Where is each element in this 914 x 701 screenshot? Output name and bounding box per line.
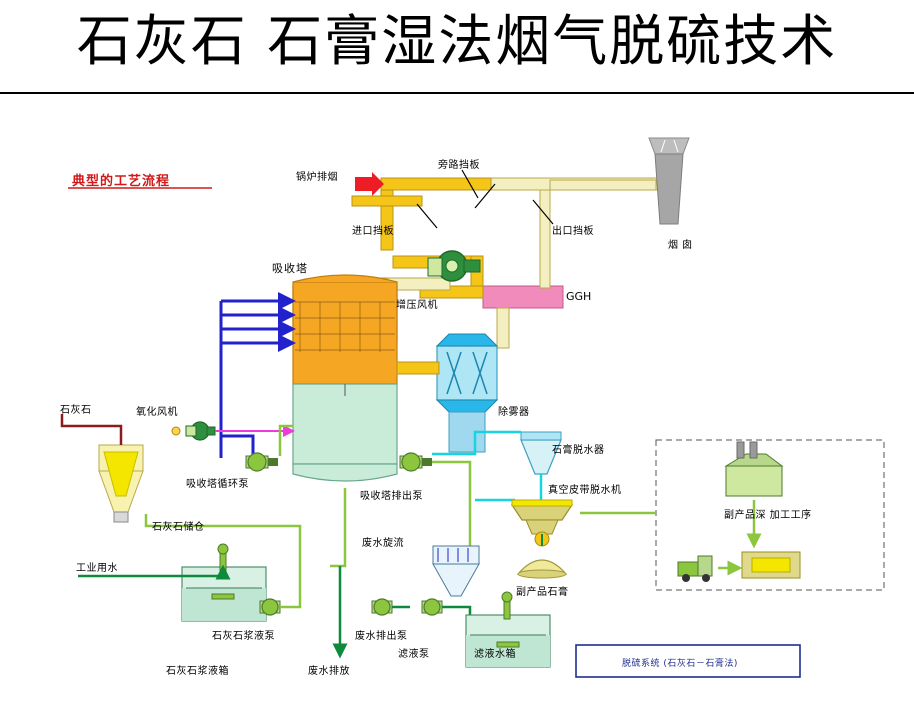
- label-absorber-tower: 吸收塔: [272, 262, 308, 275]
- filtrate-tank-unit: [465, 591, 551, 668]
- legend-box-text: 脱硫系统 (石灰石－石膏法): [622, 659, 738, 669]
- diagram-caption: 典型的工艺流程: [72, 174, 171, 189]
- byproduct-processing-area: [655, 439, 885, 591]
- label-gypsum-hydrocyclone: 石膏脱水器: [552, 445, 605, 456]
- label-wastewater-discharge: 废水排放: [308, 666, 350, 677]
- absorber-tower-unit: [292, 274, 398, 482]
- label-outlet-damper: 出口挡板: [552, 226, 594, 237]
- byproduct-gypsum-pile: [516, 559, 568, 579]
- oxidation-fan-unit: [171, 421, 216, 441]
- label-byproduct-deep-processing: 副产品深 加工工序: [724, 510, 812, 521]
- spray-header-lines: [219, 292, 296, 462]
- limestone-silo-unit: [98, 444, 144, 523]
- label-stack: 烟 囱: [668, 240, 693, 251]
- limestone-slurry-tank-unit: [181, 543, 267, 622]
- label-booster-fan: 增压风机: [396, 300, 438, 311]
- page-title: 石灰石 石膏湿法烟气脱硫技术: [76, 9, 838, 73]
- label-wastewater-discharge-pump: 废水排出泵: [355, 631, 408, 642]
- wastewater-cyclone-unit: [432, 545, 480, 597]
- boiler-gas-inlet-arrow: [355, 172, 384, 196]
- demister-unit: [435, 333, 499, 453]
- damper-marks: [416, 169, 554, 229]
- flow-diagram-svg: [60, 137, 885, 678]
- label-absorber-circulation-pump: 吸收塔循环泵: [186, 479, 249, 490]
- gypsum-slurry-lines: [432, 430, 543, 502]
- label-wastewater-cyclone: 废水旋流: [362, 538, 404, 549]
- stack-group: [549, 137, 690, 225]
- wastewater-discharge-pump-unit: [371, 598, 393, 616]
- filtrate-pump-unit: [421, 598, 443, 616]
- label-byproduct-gypsum: 副产品石膏: [516, 587, 569, 598]
- booster-fan-unit: [427, 250, 481, 282]
- label-industrial-water: 工业用水: [76, 563, 118, 574]
- label-oxidation-fan: 氧化风机: [136, 407, 178, 418]
- legend-box-frame: [575, 644, 801, 678]
- slurry-lines: [144, 424, 472, 609]
- label-boiler-flue-gas: 锅炉排烟: [296, 172, 338, 183]
- label-limestone-slurry-pump: 石灰石浆液泵: [212, 631, 275, 642]
- label-limestone-silo: 石灰石储仓: [152, 522, 205, 533]
- gypsum-hydrocyclone-unit: [520, 431, 562, 475]
- label-limestone-slurry-tank: 石灰石浆液箱: [166, 666, 229, 677]
- label-demister: 除雾器: [498, 407, 530, 418]
- limestone-slurry-pump-unit: [259, 598, 281, 616]
- label-vacuum-belt-dehydrator: 真空皮带脱水机: [548, 485, 622, 496]
- label-inlet-damper: 进口挡板: [352, 226, 394, 237]
- industrial-water-line: [78, 564, 231, 580]
- label-bypass-damper: 旁路挡板: [438, 160, 480, 171]
- label-limestone: 石灰石: [60, 405, 92, 416]
- label-filtrate-tank: 滤液水箱: [474, 649, 516, 660]
- label-absorber-discharge-pump: 吸收塔排出泵: [360, 491, 423, 502]
- absorber-discharge-pump-unit: [399, 452, 432, 472]
- limestone-feed-line: [60, 414, 123, 445]
- title-divider: [0, 92, 914, 94]
- label-ggh: GGH: [566, 290, 592, 303]
- label-filtrate-pump: 滤液泵: [398, 649, 430, 660]
- ggh-heat-exchanger: [482, 285, 564, 309]
- process-flow-diagram: 典型的工艺流程 锅炉排烟 旁路挡板 进口挡板 出口挡板 烟 囱 增压风机 GGH…: [0, 96, 914, 701]
- absorber-circulation-pump-unit: [245, 452, 278, 472]
